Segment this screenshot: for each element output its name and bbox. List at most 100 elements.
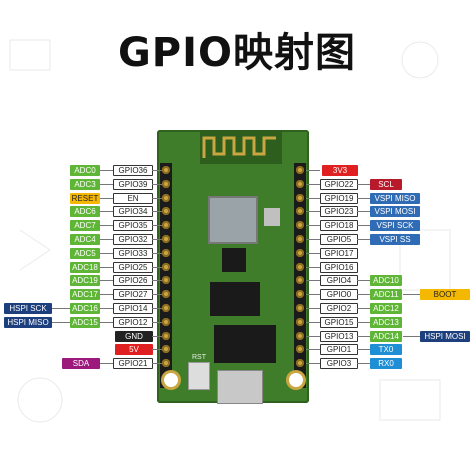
header-pin-hole xyxy=(296,290,304,298)
header-pin-hole xyxy=(296,207,304,215)
right-pin-label: GPIO19 xyxy=(320,193,358,204)
right-function-tag: SCL xyxy=(370,179,402,190)
header-pin-hole xyxy=(162,180,170,188)
connector-line xyxy=(357,308,370,309)
connector-line xyxy=(306,336,320,337)
header-pin-hole xyxy=(296,221,304,229)
right-pin-label: GPIO2 xyxy=(320,303,358,314)
left-pin-label: EN xyxy=(113,193,153,204)
left-pin-label: GPIO36 xyxy=(113,165,153,176)
connector-line xyxy=(100,267,113,268)
connector-line xyxy=(152,267,162,268)
header-pin-hole xyxy=(162,235,170,243)
left-function-tag: ADC16 xyxy=(70,303,100,314)
esp32-chip xyxy=(208,196,258,244)
connector-line xyxy=(100,184,113,185)
antenna-trace-icon xyxy=(202,136,276,158)
left-pin-label: GPIO12 xyxy=(113,317,153,328)
left-pin-label: GPIO32 xyxy=(113,234,153,245)
connector-line xyxy=(152,170,162,171)
connector-line xyxy=(100,239,113,240)
right-function-tag: RX0 xyxy=(370,358,402,369)
connector-line xyxy=(306,280,320,281)
header-pin-hole xyxy=(162,318,170,326)
header-pin-hole xyxy=(296,194,304,202)
header-pin-hole xyxy=(162,194,170,202)
right-pin-label: GPIO4 xyxy=(320,275,358,286)
connector-line xyxy=(306,322,320,323)
connector-line xyxy=(152,336,162,337)
left-function-tag-2: SDA xyxy=(62,358,100,369)
crystal xyxy=(264,208,280,226)
connector-line xyxy=(100,198,113,199)
header-pin-hole xyxy=(296,359,304,367)
header-pin-hole xyxy=(162,276,170,284)
header-pin-hole xyxy=(162,207,170,215)
right-pin-label: GPIO17 xyxy=(320,248,358,259)
rst-button[interactable] xyxy=(188,362,210,390)
right-pin-label: GPIO22 xyxy=(320,179,358,190)
connector-line xyxy=(306,308,320,309)
connector-line xyxy=(357,239,370,240)
right-function-tag: VSPI SS xyxy=(370,234,420,245)
connector-line xyxy=(152,308,162,309)
connector-line xyxy=(100,280,113,281)
connector-line xyxy=(152,253,162,254)
left-function-tag: ADC15 xyxy=(70,317,100,328)
connector-line xyxy=(357,294,370,295)
header-pin-hole xyxy=(296,332,304,340)
connector-line xyxy=(357,198,370,199)
connector-line xyxy=(306,225,320,226)
left-function-tag: ADC7 xyxy=(70,220,100,231)
connector-line xyxy=(306,198,320,199)
right-function-tag: VSPI MISO xyxy=(370,193,420,204)
connector-line xyxy=(306,363,320,364)
connector-line xyxy=(152,349,162,350)
header-pin-hole xyxy=(162,359,170,367)
left-pin-label: 5V xyxy=(115,344,153,355)
header-pin-hole xyxy=(296,166,304,174)
right-pin-label: GPIO13 xyxy=(320,331,358,342)
connector-line xyxy=(357,184,370,185)
connector-line xyxy=(152,211,162,212)
header-pin-hole xyxy=(296,263,304,271)
connector-line xyxy=(357,336,370,337)
left-pin-label: GPIO35 xyxy=(113,220,153,231)
connector-line xyxy=(306,239,320,240)
connector-line xyxy=(100,322,113,323)
header-pin-hole xyxy=(296,235,304,243)
connector-line xyxy=(403,336,420,337)
right-pin-label: GPIO23 xyxy=(320,206,358,217)
connector-line xyxy=(152,363,162,364)
connector-line xyxy=(357,363,370,364)
left-pin-label: GND xyxy=(115,331,153,342)
header-pin-hole xyxy=(162,166,170,174)
micro-usb-port[interactable] xyxy=(217,370,263,404)
connector-line xyxy=(100,225,113,226)
antenna-area xyxy=(200,130,282,164)
connector-line xyxy=(306,253,320,254)
left-pin-label: GPIO14 xyxy=(113,303,153,314)
connector-line xyxy=(100,363,113,364)
right-function-tag: ADC10 xyxy=(370,275,402,286)
header-pin-hole xyxy=(296,276,304,284)
left-function-tag-2: HSPI MISO xyxy=(4,317,52,328)
left-function-tag-2: HSPI SCK xyxy=(4,303,52,314)
connector-line xyxy=(306,294,320,295)
right-pin-label: GPIO15 xyxy=(320,317,358,328)
left-function-tag: ADC6 xyxy=(70,206,100,217)
header-pin-hole xyxy=(296,345,304,353)
connector-line xyxy=(403,294,420,295)
connector-line xyxy=(152,225,162,226)
right-pin-label: GPIO1 xyxy=(320,344,358,355)
connector-line xyxy=(100,170,113,171)
header-pin-hole xyxy=(296,249,304,257)
left-function-tag: ADC19 xyxy=(70,275,100,286)
header-pin-hole xyxy=(162,249,170,257)
flash-chip xyxy=(222,248,246,272)
header-pin-hole xyxy=(296,304,304,312)
left-function-tag: ADC18 xyxy=(70,262,100,273)
connector-line xyxy=(100,308,113,309)
header-pin-hole xyxy=(296,318,304,326)
